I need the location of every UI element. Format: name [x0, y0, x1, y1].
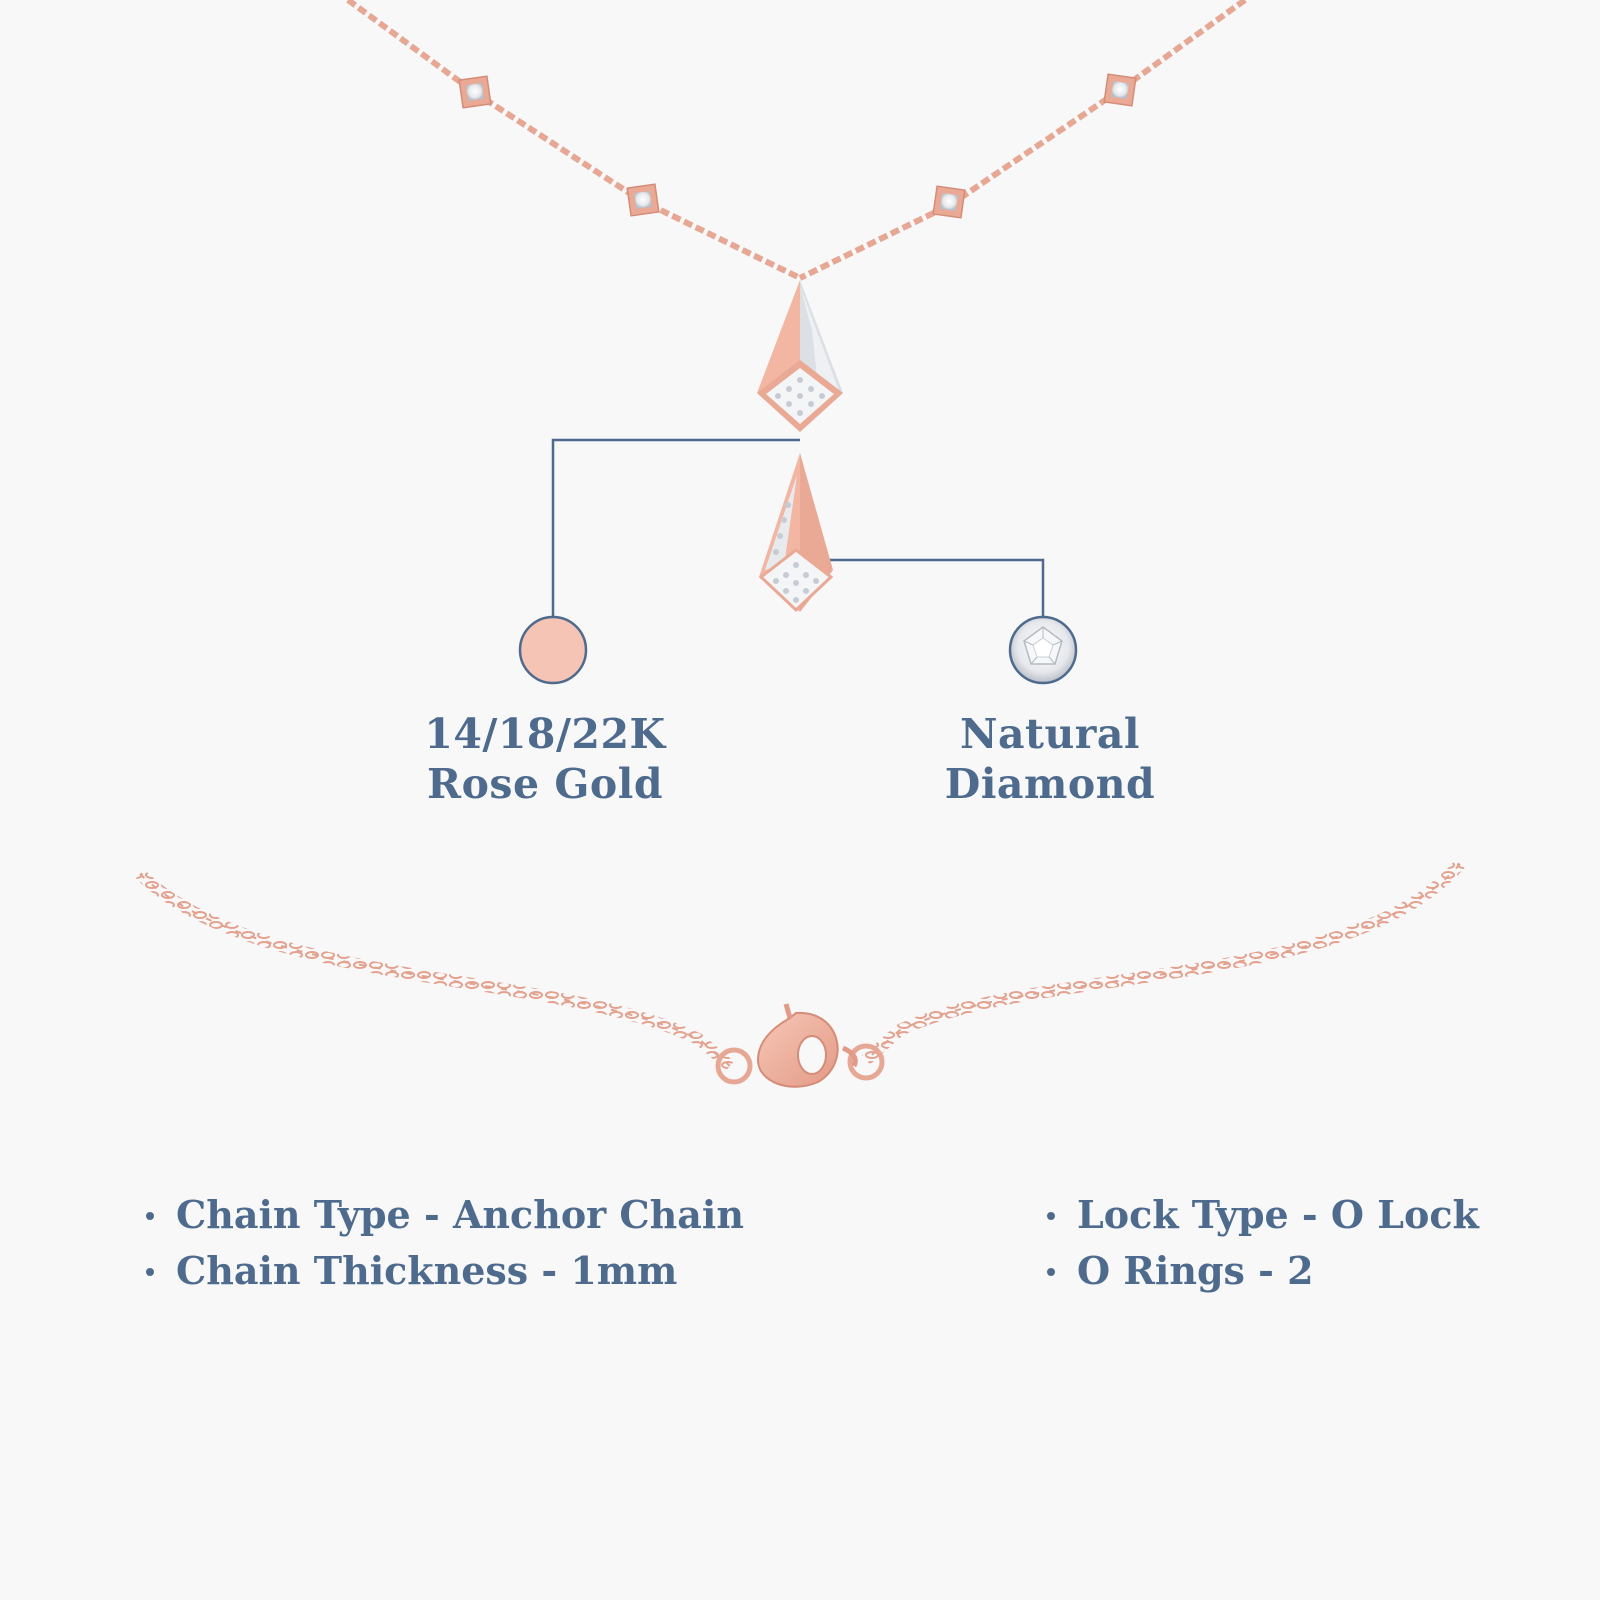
- metal-option-line1: 14/18/22K: [424, 710, 666, 758]
- stone-option-line1: Natural: [959, 710, 1141, 758]
- pendant: [757, 280, 843, 432]
- station-diamond: [932, 185, 966, 219]
- spec-o-rings: O Rings - 2: [1043, 1243, 1479, 1299]
- station-diamond: [458, 75, 492, 109]
- stone-option-label: Natural Diamond: [895, 709, 1205, 809]
- metal-option-line2: Rose Gold: [427, 760, 663, 808]
- diamond-icon: [1008, 615, 1078, 685]
- chain-detail: [135, 860, 1465, 1071]
- metal-option-label: 14/18/22K Rose Gold: [380, 709, 710, 809]
- rose-gold-swatch-icon: [518, 615, 588, 685]
- station-diamond: [1103, 73, 1137, 107]
- o-ring: [715, 1047, 753, 1085]
- o-ring: [847, 1043, 885, 1081]
- pendant-detail: [758, 453, 834, 613]
- lobster-clasp: [756, 1003, 858, 1088]
- spec-chain-type: Chain Type - Anchor Chain: [142, 1187, 744, 1243]
- spec-chain-thickness: Chain Thickness - 1mm: [142, 1243, 744, 1299]
- lock-specs-list: Lock Type - O Lock O Rings - 2: [1043, 1187, 1479, 1299]
- stone-option-line2: Diamond: [944, 760, 1156, 808]
- stone-callout-line: [800, 558, 1045, 620]
- necklace-chain: [346, 0, 1247, 281]
- station-diamond: [626, 183, 660, 217]
- chain-specs-list: Chain Type - Anchor Chain Chain Thicknes…: [142, 1187, 744, 1299]
- metal-callout-line: [551, 438, 800, 620]
- spec-lock-type: Lock Type - O Lock: [1043, 1187, 1479, 1243]
